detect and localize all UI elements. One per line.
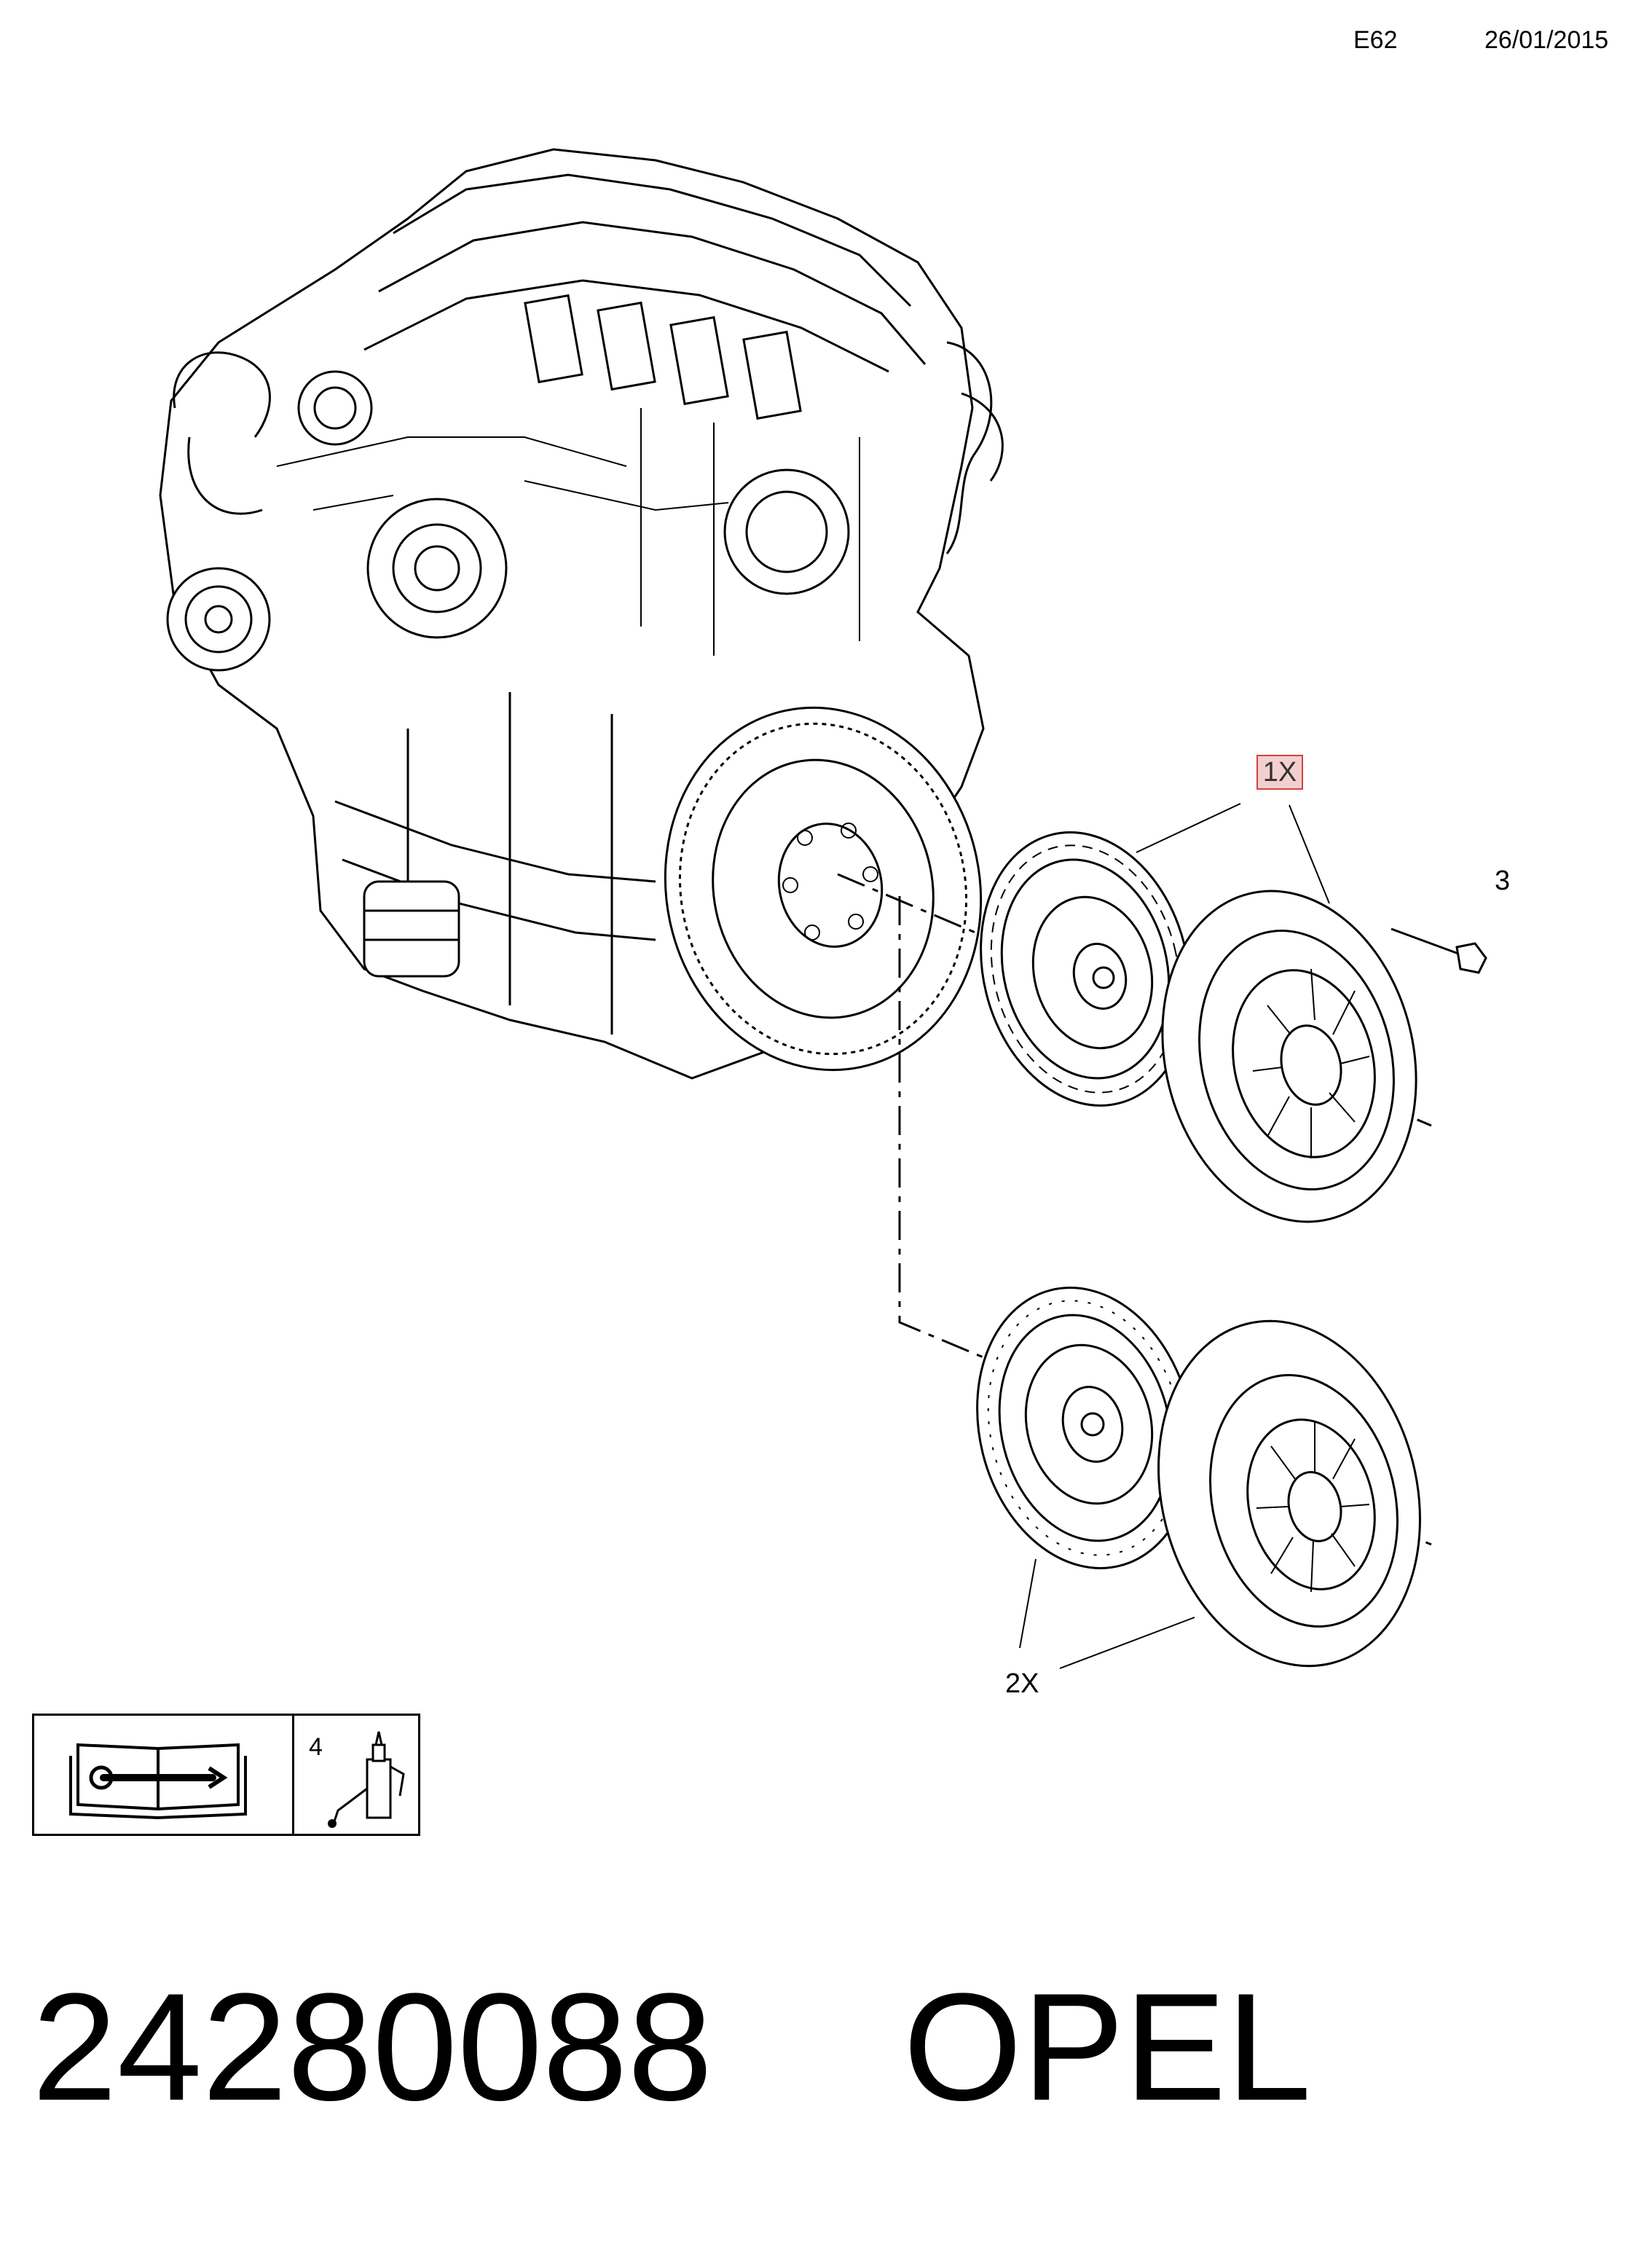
repair-manual-icon — [69, 1743, 247, 1820]
brand-name: OPEL — [903, 1961, 1312, 2132]
pressure-plate-upper — [1161, 890, 1417, 1223]
clutch-disc-upper — [980, 831, 1191, 1107]
engine-illustration — [159, 148, 1004, 1080]
legend-manual-cell — [32, 1714, 294, 1836]
diagram-code: E62 — [1353, 26, 1398, 54]
clutch-disc-lower — [976, 1287, 1195, 1569]
adhesive-bottle-icon — [328, 1731, 405, 1828]
diagram-date: 26/01/2015 — [1484, 26, 1609, 54]
callout-bolt: 3 — [1495, 866, 1511, 896]
flywheel-illustration — [664, 706, 983, 1072]
part-number: 24280088 — [32, 1961, 713, 2132]
callout-alt-kit: 2X — [1005, 1668, 1039, 1699]
leader-lines — [1019, 803, 1330, 1669]
adhesive-item-number: 4 — [309, 1733, 323, 1761]
pressure-plate-lower — [1157, 1319, 1421, 1668]
callout-clutch-kit[interactable]: 1X — [1256, 755, 1303, 790]
legend-adhesive-cell: 4 — [292, 1714, 420, 1836]
bolt-illustration — [1391, 927, 1487, 974]
